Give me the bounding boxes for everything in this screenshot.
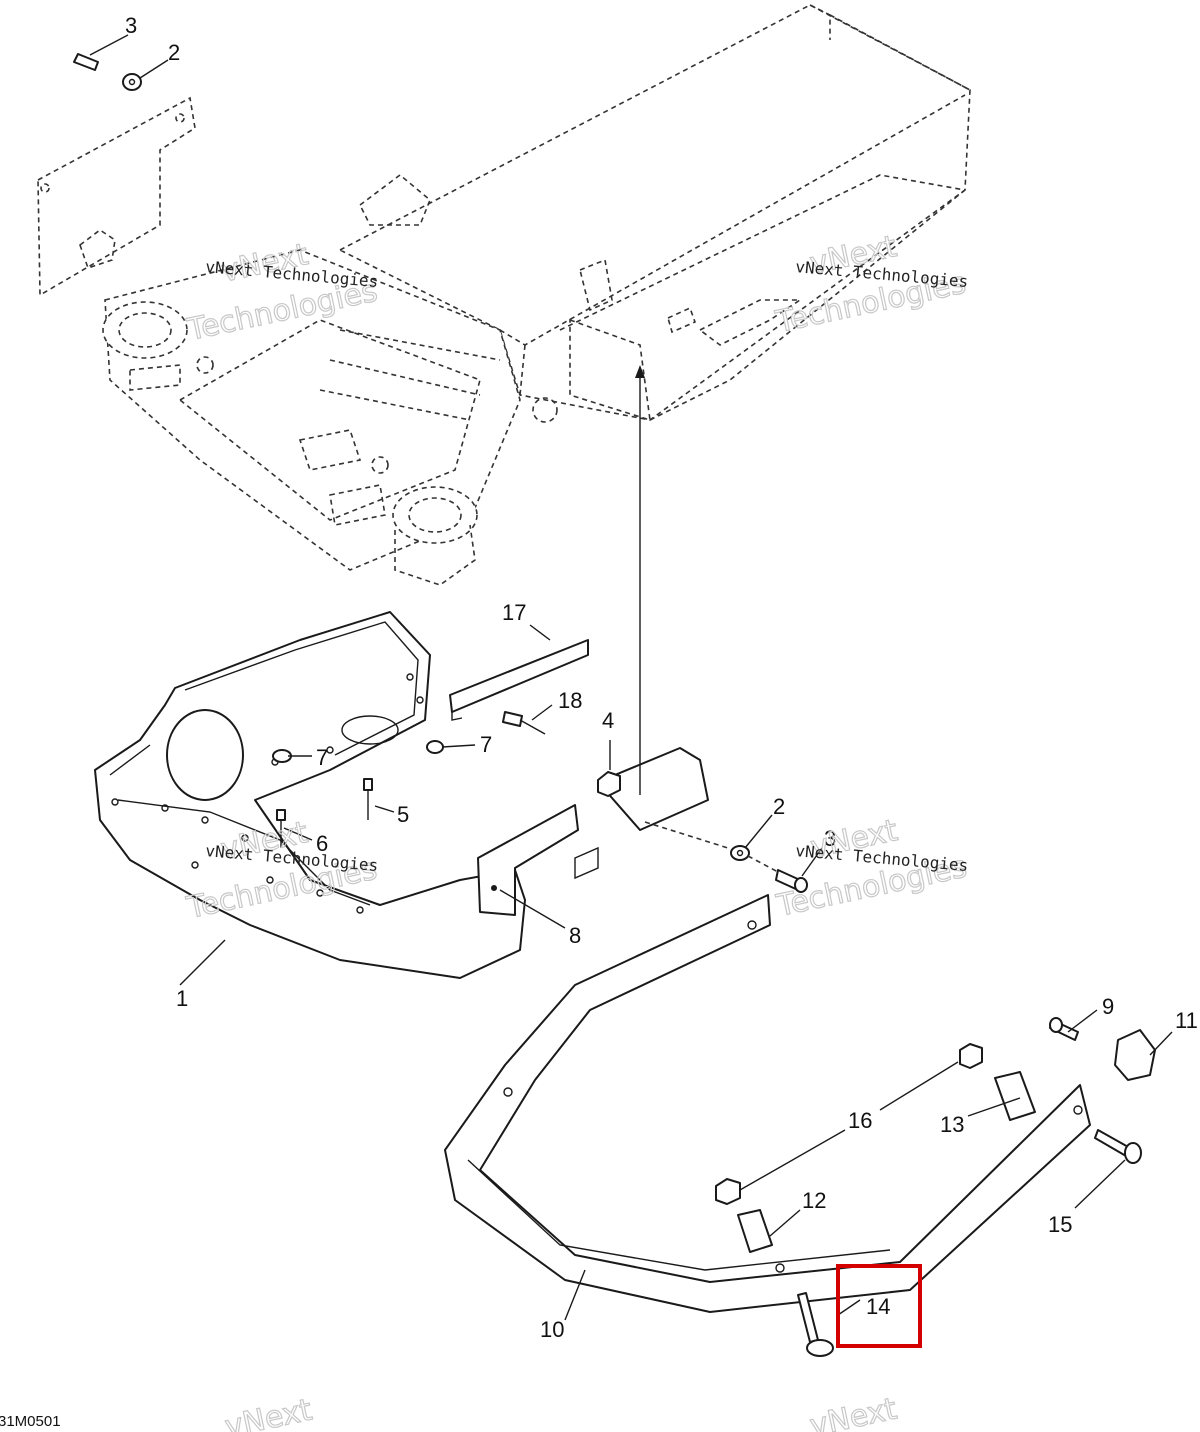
callout-2-lower: 2	[773, 794, 785, 819]
part-3-bolt-upper	[73, 53, 99, 71]
callout-15: 15	[1048, 1212, 1072, 1237]
highlight-box-part-14	[836, 1264, 922, 1348]
part-12-spacer	[737, 1209, 773, 1253]
part-16-nut-upper	[959, 1043, 983, 1069]
callout-4: 4	[602, 708, 614, 733]
part-10-bumper	[444, 747, 1091, 1313]
callout-7-right: 7	[480, 732, 492, 757]
callout-11: 11	[1175, 1008, 1198, 1033]
svg-text:vNext: vNext	[222, 1393, 315, 1432]
part-18-rivet	[502, 711, 546, 735]
callout-14: 14	[866, 1294, 890, 1319]
svg-text:vNext: vNext	[807, 1391, 900, 1432]
callout-16: 16	[848, 1108, 872, 1133]
callout-2-upper: 2	[168, 40, 180, 65]
watermark-bottom-right: vNext	[806, 1391, 900, 1432]
callout-5: 5	[397, 802, 409, 827]
part-15-bolt	[1094, 1129, 1142, 1164]
callout-8: 8	[569, 923, 581, 948]
watermark-bottom-left: vNext	[221, 1392, 315, 1432]
callout-10: 10	[540, 1317, 564, 1342]
chassis-frame-dashed	[37, 4, 971, 586]
callout-7-left: 7	[316, 745, 328, 770]
part-6-rivet	[276, 809, 286, 848]
part-16-nut-lower	[715, 1178, 741, 1205]
part-1-skid-plate	[94, 611, 526, 979]
part-13-spacer	[994, 1071, 1036, 1121]
part-5-rivet	[363, 778, 373, 820]
callout-12: 12	[802, 1188, 826, 1213]
callout-13: 13	[940, 1112, 964, 1137]
callout-6: 6	[316, 831, 328, 856]
diagram-code: 31M0501	[0, 1413, 61, 1430]
part-3-bolt-lower	[775, 869, 808, 893]
callout-3-upper: 3	[125, 13, 137, 38]
part-17-strip	[449, 639, 589, 721]
callout-17: 17	[502, 600, 526, 625]
callout-18: 18	[558, 688, 582, 713]
part-2-washer-upper	[122, 73, 142, 91]
part-9-bolt	[1049, 1017, 1079, 1041]
assembly-arrow	[635, 365, 779, 873]
leader-lines	[89, 34, 1173, 1321]
part-14-bolt	[797, 1292, 834, 1357]
callout-9: 9	[1102, 994, 1114, 1019]
part-4-nut	[597, 771, 621, 797]
callout-1: 1	[176, 986, 188, 1011]
callout-numbers: 3 2 17 18 4 7 7 5 6 2 3 8 1 9 11 16 13 1…	[125, 13, 1198, 1342]
callout-3-lower: 3	[824, 826, 836, 851]
part-2-washer-lower	[730, 845, 750, 861]
part-11-bumper-cap	[1114, 1029, 1156, 1081]
part-8-bracket	[477, 804, 599, 916]
